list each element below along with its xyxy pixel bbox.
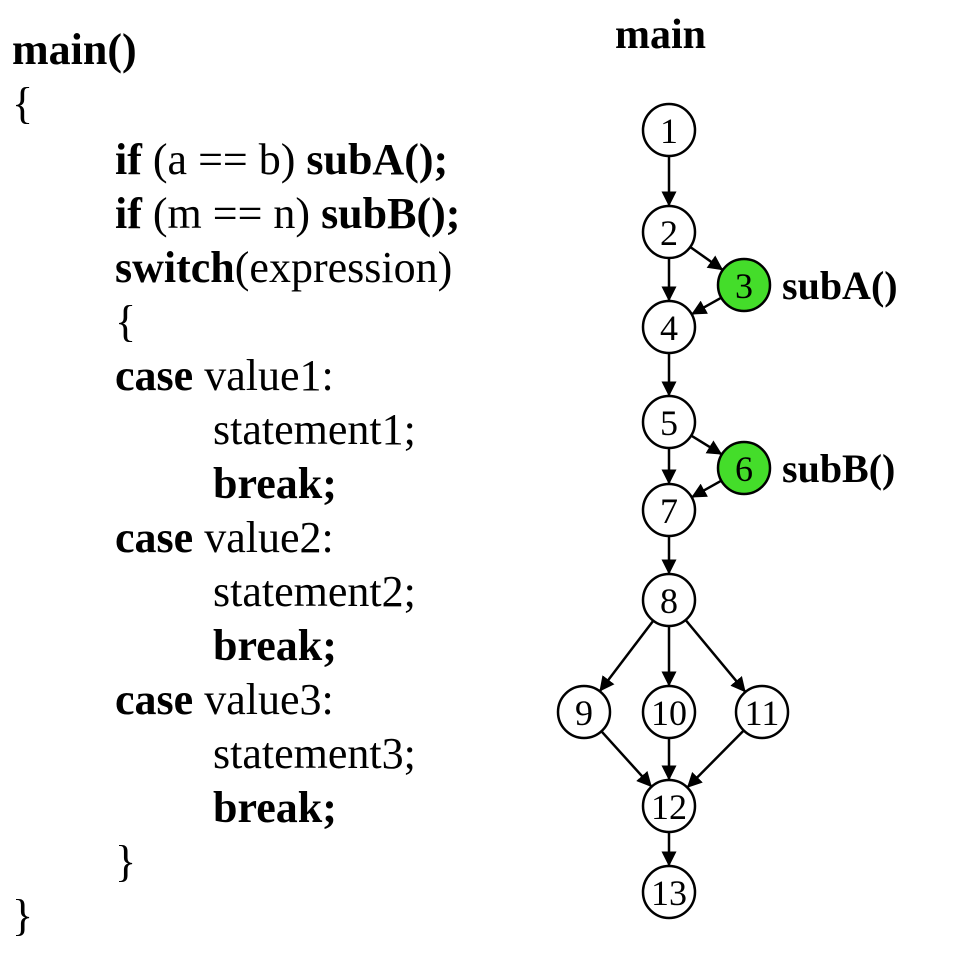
node-label: 3 xyxy=(735,266,753,306)
code-line: case value2: xyxy=(115,516,334,560)
code-keyword: switch xyxy=(115,243,235,292)
node-circle xyxy=(641,572,697,628)
node-10: 10 xyxy=(641,684,697,740)
node-label: 8 xyxy=(660,581,678,621)
node-label: 13 xyxy=(651,873,687,913)
code-text: statement1; xyxy=(213,405,416,454)
code-line: { xyxy=(12,82,33,126)
code-line: statement2; xyxy=(213,570,416,614)
node-circle xyxy=(641,778,697,834)
code-keyword: subB(); xyxy=(321,189,461,238)
node-9: 9 xyxy=(556,684,612,740)
node-13: 13 xyxy=(641,864,697,920)
node-circle xyxy=(641,864,697,920)
edge-3-4 xyxy=(691,296,722,315)
code-line: } xyxy=(12,894,33,938)
node-label: 10 xyxy=(651,693,687,733)
code-keyword: break; xyxy=(213,621,337,670)
node-11: 11 xyxy=(734,684,790,740)
code-text: statement2; xyxy=(213,567,416,616)
subroutine-label: subB() xyxy=(782,446,895,491)
node-circle xyxy=(716,440,772,496)
code-text: value2: xyxy=(193,513,334,562)
code-keyword: if xyxy=(115,189,142,238)
code-text: (m == n) xyxy=(141,189,322,238)
code-keyword: main() xyxy=(12,25,137,74)
code-line: statement1; xyxy=(213,408,416,452)
code-text: } xyxy=(12,891,34,940)
code-keyword: case xyxy=(115,513,194,562)
code-text: { xyxy=(12,79,34,128)
edge-2-3 xyxy=(689,245,724,271)
node-label: 2 xyxy=(660,213,678,253)
code-text: (expression) xyxy=(234,243,453,292)
code-keyword: case xyxy=(115,675,194,724)
node-8: 8 xyxy=(641,572,697,628)
node-label: 11 xyxy=(745,693,780,733)
edge-8-11 xyxy=(684,619,746,693)
code-text: (a == b) xyxy=(141,135,307,184)
code-text: { xyxy=(115,297,137,346)
node-circle xyxy=(641,204,697,260)
node-1: 1 xyxy=(641,102,697,158)
code-line: if (m == n) subB(); xyxy=(115,192,460,236)
node-circle xyxy=(641,394,697,450)
node-label: 5 xyxy=(660,403,678,443)
node-5: 5 xyxy=(641,394,697,450)
node-2: 2 xyxy=(641,204,697,260)
node-circle xyxy=(641,684,697,740)
code-line: main() xyxy=(12,28,137,72)
node-circle xyxy=(716,257,772,313)
edge-11-12 xyxy=(686,729,745,788)
code-text: statement3; xyxy=(213,729,416,778)
code-keyword: if xyxy=(115,135,142,184)
code-line: if (a == b) subA(); xyxy=(115,138,448,182)
node-label: 7 xyxy=(660,491,678,531)
node-circle xyxy=(641,482,697,538)
code-text: value3: xyxy=(193,675,334,724)
code-line: case value3: xyxy=(115,678,334,722)
node-circle xyxy=(641,299,697,355)
code-keyword: subA(); xyxy=(306,135,449,184)
code-text: value1: xyxy=(193,351,334,400)
node-label: 1 xyxy=(660,111,678,151)
code-keyword: break; xyxy=(213,783,337,832)
code-line: statement3; xyxy=(213,732,416,776)
edge-6-7 xyxy=(691,479,722,498)
subroutine-label: subA() xyxy=(782,263,898,308)
edge-8-9 xyxy=(599,619,655,692)
graph-edges xyxy=(599,156,746,867)
node-3: 3 subA() xyxy=(716,257,898,313)
node-6: 6 subB() xyxy=(716,440,895,496)
code-line: case value1: xyxy=(115,354,334,398)
node-label: 12 xyxy=(651,787,687,827)
code-keyword: break; xyxy=(213,459,337,508)
code-line: } xyxy=(115,840,136,884)
node-circle xyxy=(734,684,790,740)
code-keyword: case xyxy=(115,351,194,400)
code-line: switch(expression) xyxy=(115,246,452,290)
edge-9-12 xyxy=(600,730,652,788)
edge-5-6 xyxy=(690,434,723,455)
node-7: 7 xyxy=(641,482,697,538)
code-line: { xyxy=(115,300,136,344)
node-label: 6 xyxy=(735,449,753,489)
code-line: break; xyxy=(213,786,337,830)
code-line: break; xyxy=(213,624,337,668)
node-circle xyxy=(641,102,697,158)
code-text: } xyxy=(115,837,137,886)
node-4: 4 xyxy=(641,299,697,355)
node-label: 4 xyxy=(660,308,678,348)
node-circle xyxy=(556,684,612,740)
node-12: 12 xyxy=(641,778,697,834)
code-line: break; xyxy=(213,462,337,506)
node-label: 9 xyxy=(575,693,593,733)
graph-title: main xyxy=(615,12,706,58)
